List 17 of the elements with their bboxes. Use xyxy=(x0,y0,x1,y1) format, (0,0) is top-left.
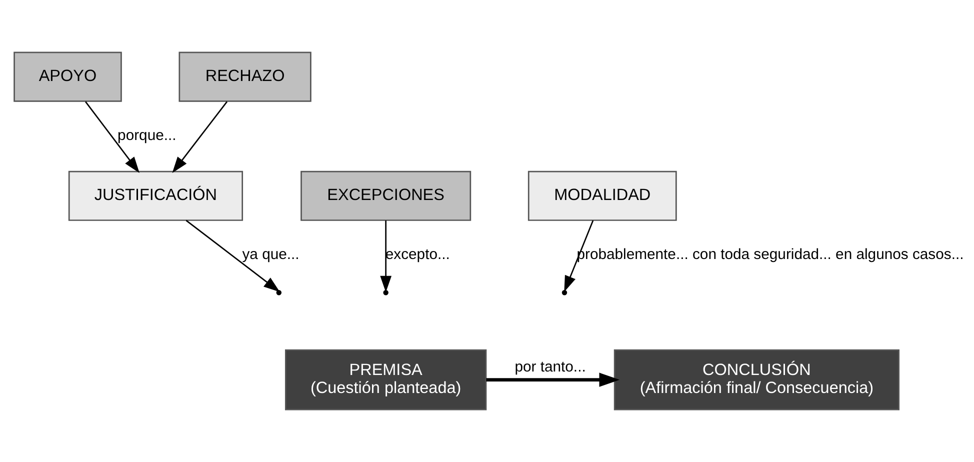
node-box: RECHAZO xyxy=(178,52,312,102)
arrow xyxy=(380,220,392,292)
arrow xyxy=(564,220,594,292)
edge-label: porque... xyxy=(118,128,176,144)
arrow xyxy=(186,220,280,292)
node-box: APOYO xyxy=(14,52,122,102)
node-box: PREMISA (Cuestión planteada) xyxy=(284,349,487,410)
arrow xyxy=(486,372,620,387)
edge-label: por tanto... xyxy=(514,359,586,376)
arrow xyxy=(172,101,228,174)
node-box: MODALIDAD xyxy=(528,170,677,221)
edge-label: excepto... xyxy=(385,247,450,264)
node-box: EXCEPCIONES xyxy=(300,170,472,221)
node-box: CONCLUSIÓN (Afirmación final/ Consecuencia) xyxy=(614,349,900,410)
edge-label: ya que... xyxy=(242,247,300,264)
node-box: JUSTIFICACIÓN xyxy=(68,170,244,221)
arrow xyxy=(85,101,140,174)
